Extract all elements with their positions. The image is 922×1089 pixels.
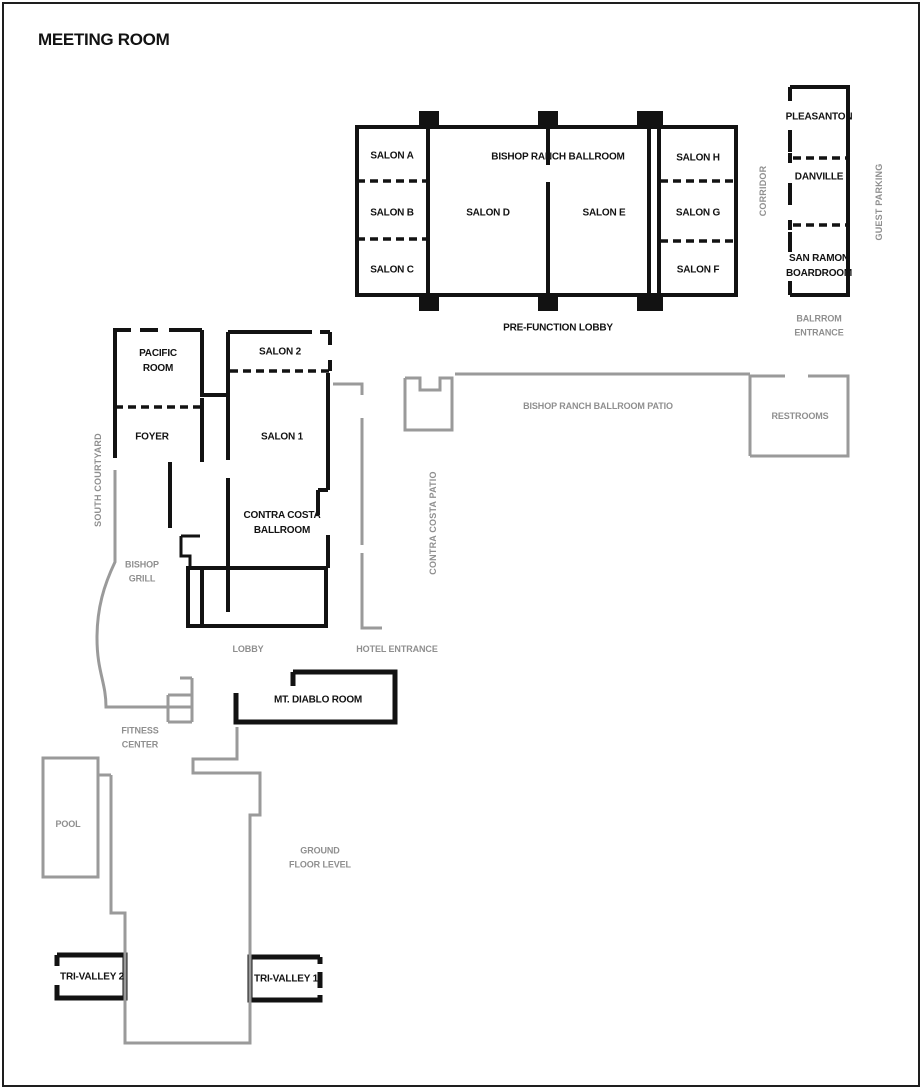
san-ramon-line1: SAN RAMON xyxy=(789,253,849,264)
room-label-salon-d: SALON D xyxy=(466,207,510,219)
label-pre-function-lobby: PRE-FUNCTION LOBBY xyxy=(503,322,613,334)
label-pool: POOL xyxy=(55,819,81,829)
room-label-salon-g: SALON G xyxy=(675,207,721,219)
label-restrooms: RESTROOMS xyxy=(771,411,829,421)
room-label-salon-f: SALON F xyxy=(676,264,720,276)
ground-floor-line1: GROUND xyxy=(300,845,340,856)
ballroom-entrance-line2: ENTRANCE xyxy=(794,327,844,337)
room-label-tri-valley-2: TRI-VALLEY 2 xyxy=(60,971,124,983)
contra-costa-line2: BALLROOM xyxy=(253,525,311,536)
room-label-foyer: FOYER xyxy=(135,431,169,443)
room-label-salon-b: SALON B xyxy=(370,207,414,219)
label-guest-parking: GUEST PARKING xyxy=(874,163,884,241)
san-ramon-line2: BOARDROOM xyxy=(786,268,852,279)
wall-pillars xyxy=(419,111,663,311)
wall-boardroom-wing xyxy=(788,85,850,297)
room-label-salon-1: SALON 1 xyxy=(261,431,303,443)
walkway-contra-costa-patio xyxy=(333,382,382,630)
walkway-ground-floor-corridor xyxy=(109,727,262,1045)
label-south-courtyard: SOUTH COURTYARD xyxy=(93,433,103,527)
room-label-salon-e: SALON E xyxy=(582,207,626,219)
walkway-pool xyxy=(41,756,111,879)
room-label-contra-costa-ballroom: CONTRA COSTA BALLROOM xyxy=(243,508,320,538)
wall-ballroom-dividers xyxy=(426,127,661,295)
page-title: MEETING ROOM xyxy=(38,30,170,49)
fitness-line1: FITNESS xyxy=(121,725,159,736)
label-hotel-entrance: HOTEL ENTRANCE xyxy=(356,644,438,654)
walkway-patio-planter xyxy=(403,376,454,432)
label-contra-costa-patio: CONTRA COSTA PATIO xyxy=(428,471,438,575)
contra-costa-line1: CONTRA COSTA xyxy=(243,510,321,521)
wall-restrooms xyxy=(748,374,850,458)
room-label-salon-a: SALON A xyxy=(370,150,414,162)
room-label-tri-valley-1: TRI-VALLEY 1 xyxy=(254,973,318,985)
wall-mt-diablo-room xyxy=(233,669,398,725)
room-label-danville: DANVILLE xyxy=(794,171,844,183)
label-ground-floor-level: GROUND FLOOR LEVEL xyxy=(289,845,351,872)
fitness-line2: CENTER xyxy=(121,739,159,749)
label-fitness-center: FITNESS CENTER xyxy=(121,725,158,752)
pacific-room-line2: ROOM xyxy=(142,363,174,374)
room-label-salon-c: SALON C xyxy=(370,264,414,276)
divider-salons-abc xyxy=(357,179,428,241)
ground-floor-line2: FLOOR LEVEL xyxy=(289,859,351,869)
pacific-room-line1: PACIFIC xyxy=(139,348,177,359)
label-ballroom-entrance: BALRROM ENTRANCE xyxy=(794,313,843,340)
room-label-pleasanton: PLEASANTON xyxy=(785,111,853,123)
room-label-pacific-room: PACIFIC ROOM xyxy=(139,346,177,376)
ballroom-entrance-line1: BALRROM xyxy=(796,313,842,324)
room-label-san-ramon-boardroom: SAN RAMON BOARDROOM xyxy=(786,251,852,281)
wall-salon2-salon1 xyxy=(168,330,332,612)
room-label-bishop-ranch-ballroom: BISHOP RANCH BALLROOM xyxy=(491,151,625,163)
room-label-mt-diablo: MT. DIABLO ROOM xyxy=(273,694,363,706)
room-label-salon-h: SALON H xyxy=(676,152,720,164)
walkway-stairs xyxy=(166,676,194,724)
label-bishop-ranch-ballroom-patio: BISHOP RANCH BALLROOM PATIO xyxy=(523,401,673,411)
label-bishop-grill: BISHOP GRILL xyxy=(125,559,159,586)
walkway-south-courtyard xyxy=(95,470,168,709)
wall-pacific-foyer xyxy=(113,328,228,462)
bishop-grill-line1: BISHOP xyxy=(125,559,159,570)
divider-boardrooms xyxy=(793,156,848,227)
bishop-grill-line2: GRILL xyxy=(128,573,156,583)
wall-grill-step xyxy=(179,534,200,568)
label-corridor: CORRIDOR xyxy=(758,165,768,217)
label-lobby: LOBBY xyxy=(232,644,264,654)
wall-lobby-block xyxy=(186,566,328,628)
room-label-salon-2: SALON 2 xyxy=(259,346,301,358)
